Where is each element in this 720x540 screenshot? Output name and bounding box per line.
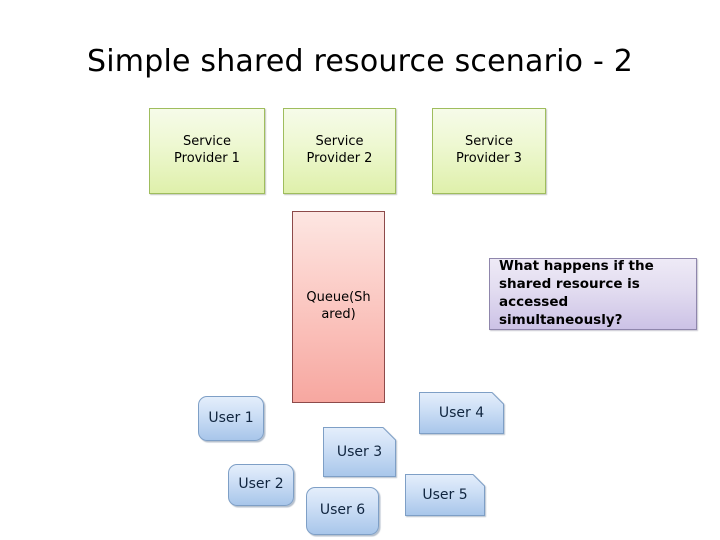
user-5-box[interactable]: User 5 [405,474,485,516]
service-provider-1-box[interactable]: Service Provider 1 [149,108,265,194]
provider-1-line-1: Service [182,134,232,150]
user-3-shape [323,427,396,477]
shared-queue-label: Queue(Shared) [306,290,371,322]
service-provider-2-box[interactable]: Service Provider 2 [283,108,396,194]
user-5-shape [405,474,485,516]
provider-2-line-2: Provider 2 [306,151,373,166]
user-3-box[interactable]: User 3 [323,427,396,477]
user-1-box[interactable]: User 1 [198,396,264,441]
user-4-label: User 4 [438,405,485,421]
user-4-shape [419,392,504,434]
provider-2-line-1: Service [315,134,364,150]
user-5-label: User 5 [422,487,468,503]
user-2-box[interactable]: User 2 [228,464,294,506]
user-6-box[interactable]: User 6 [306,487,379,535]
question-callout-text: What happens if the shared resource is a… [499,258,654,328]
service-provider-2-label: Service Provider 2 [307,134,373,167]
user-3-label: User 3 [336,444,383,460]
service-provider-3-box[interactable]: Service Provider 3 [432,108,546,194]
provider-3-line-1: Service [464,134,514,150]
service-provider-1-label: Service Provider 1 [174,134,240,167]
user-1-label: User 1 [208,409,254,426]
provider-3-line-2: Provider 3 [456,151,522,166]
question-callout-box[interactable]: What happens if the shared resource is a… [489,258,697,330]
shared-queue-box[interactable]: Queue(Shared) [292,211,385,403]
provider-1-line-2: Provider 1 [174,151,240,166]
user-2-label: User 2 [238,476,284,493]
page-title: Simple shared resource scenario - 2 [87,44,633,79]
user-6-label: User 6 [319,502,366,519]
service-provider-3-label: Service Provider 3 [456,134,522,167]
user-4-box[interactable]: User 4 [419,392,504,434]
